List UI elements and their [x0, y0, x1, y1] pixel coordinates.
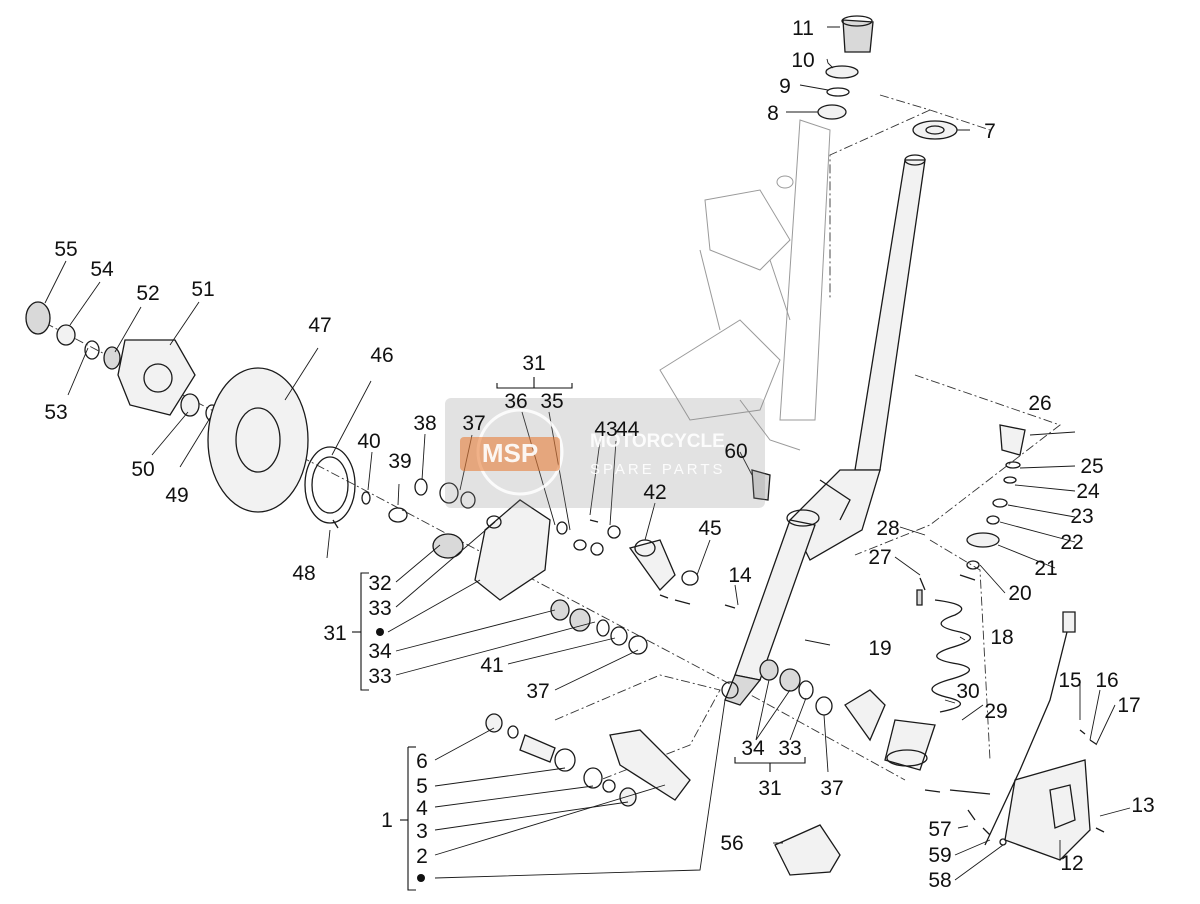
- callout-31-left: 31: [323, 622, 346, 645]
- callout-21: 21: [1034, 557, 1057, 580]
- callout-44: 44: [616, 418, 640, 441]
- callout-55: 55: [54, 238, 77, 261]
- callout-28: 28: [876, 517, 899, 540]
- callout-19: 19: [868, 637, 891, 660]
- watermark-line2: SPARE PARTS: [590, 461, 726, 478]
- callout-53: 53: [44, 401, 67, 424]
- link-arm-group: [361, 478, 736, 655]
- callout-47: 47: [308, 314, 331, 337]
- callout-52: 52: [136, 282, 159, 305]
- callout-54: 54: [90, 258, 114, 281]
- callout-56: 56: [720, 832, 743, 855]
- callout-45: 45: [698, 517, 721, 540]
- callout-32: 32: [368, 572, 391, 595]
- callout-43: 43: [594, 418, 617, 441]
- callout-30: 30: [956, 680, 979, 703]
- callout-33-a: 33: [368, 597, 391, 620]
- callout-1: 1: [381, 809, 393, 832]
- callout-33-b: 33: [368, 665, 391, 688]
- callout-8: 8: [767, 102, 779, 125]
- callout-23: 23: [1070, 505, 1093, 528]
- callout-35: 35: [540, 390, 563, 413]
- callout-49: 49: [165, 484, 188, 507]
- callout-40: 40: [357, 430, 380, 453]
- callout-46: 46: [370, 344, 393, 367]
- cover-sensor-group: [751, 469, 1105, 876]
- callout-41: 41: [480, 654, 503, 677]
- steering-bearing-stack: [817, 15, 958, 140]
- watermark: MSP MOTORCYCLE SPARE PARTS: [445, 398, 765, 508]
- lower-arm-group: [485, 659, 886, 807]
- callout-3: 3: [416, 820, 428, 843]
- callout-59: 59: [928, 844, 951, 867]
- callout-9: 9: [779, 75, 791, 98]
- watermark-line1: MOTORCYCLE: [590, 431, 725, 452]
- wheel-hub-group: [25, 301, 356, 529]
- shock-absorber-group: [884, 424, 1026, 795]
- fork-assembly: [721, 154, 926, 706]
- callout-11: 11: [792, 17, 814, 40]
- callout-29: 29: [984, 700, 1007, 723]
- callout-16: 16: [1095, 669, 1118, 692]
- callout-39: 39: [388, 450, 411, 473]
- callout-31-bottom: 31: [758, 777, 781, 800]
- callout-57: 57: [928, 818, 951, 841]
- callout-37-mid: 37: [526, 680, 549, 703]
- callout-24: 24: [1076, 480, 1100, 503]
- callout-12: 12: [1060, 852, 1083, 875]
- callout-4: 4: [416, 797, 428, 820]
- callout-18: 18: [990, 626, 1013, 649]
- callout-38: 38: [413, 412, 436, 435]
- watermark-logo: MSP: [482, 438, 538, 468]
- callout-7: 7: [984, 120, 996, 143]
- callout-5: 5: [416, 775, 428, 798]
- callout-60: 60: [724, 440, 747, 463]
- bullet-marker: [417, 874, 425, 882]
- callout-22: 22: [1060, 531, 1083, 554]
- callout-58: 58: [928, 869, 951, 892]
- callout-26: 26: [1028, 392, 1051, 415]
- callout-36: 36: [504, 390, 527, 413]
- callout-37-top: 37: [462, 412, 485, 435]
- callout-14: 14: [728, 564, 752, 587]
- callout-50: 50: [131, 458, 154, 481]
- callout-33-c: 33: [778, 737, 801, 760]
- callout-6: 6: [416, 750, 428, 773]
- callout-20: 20: [1008, 582, 1031, 605]
- callout-48: 48: [292, 562, 315, 585]
- callout-25: 25: [1080, 455, 1103, 478]
- bullet-marker: [376, 628, 384, 636]
- callout-34-b: 34: [741, 737, 765, 760]
- callout-2: 2: [416, 845, 428, 868]
- callout-labels: 11 10 9 8 7 55 54 52 51 47 46 53 50 49 4…: [44, 17, 1154, 892]
- callout-27: 27: [868, 546, 891, 569]
- callout-13: 13: [1131, 794, 1154, 817]
- callout-42: 42: [643, 481, 666, 504]
- callout-37-bottom: 37: [820, 777, 843, 800]
- frame-ghost: [659, 119, 831, 451]
- callout-31-top: 31: [522, 352, 545, 375]
- callout-34-a: 34: [368, 640, 392, 663]
- group-brackets: [352, 377, 806, 891]
- callout-10: 10: [791, 49, 814, 72]
- callout-17: 17: [1117, 694, 1140, 717]
- callout-15: 15: [1058, 669, 1081, 692]
- callout-51: 51: [191, 278, 214, 301]
